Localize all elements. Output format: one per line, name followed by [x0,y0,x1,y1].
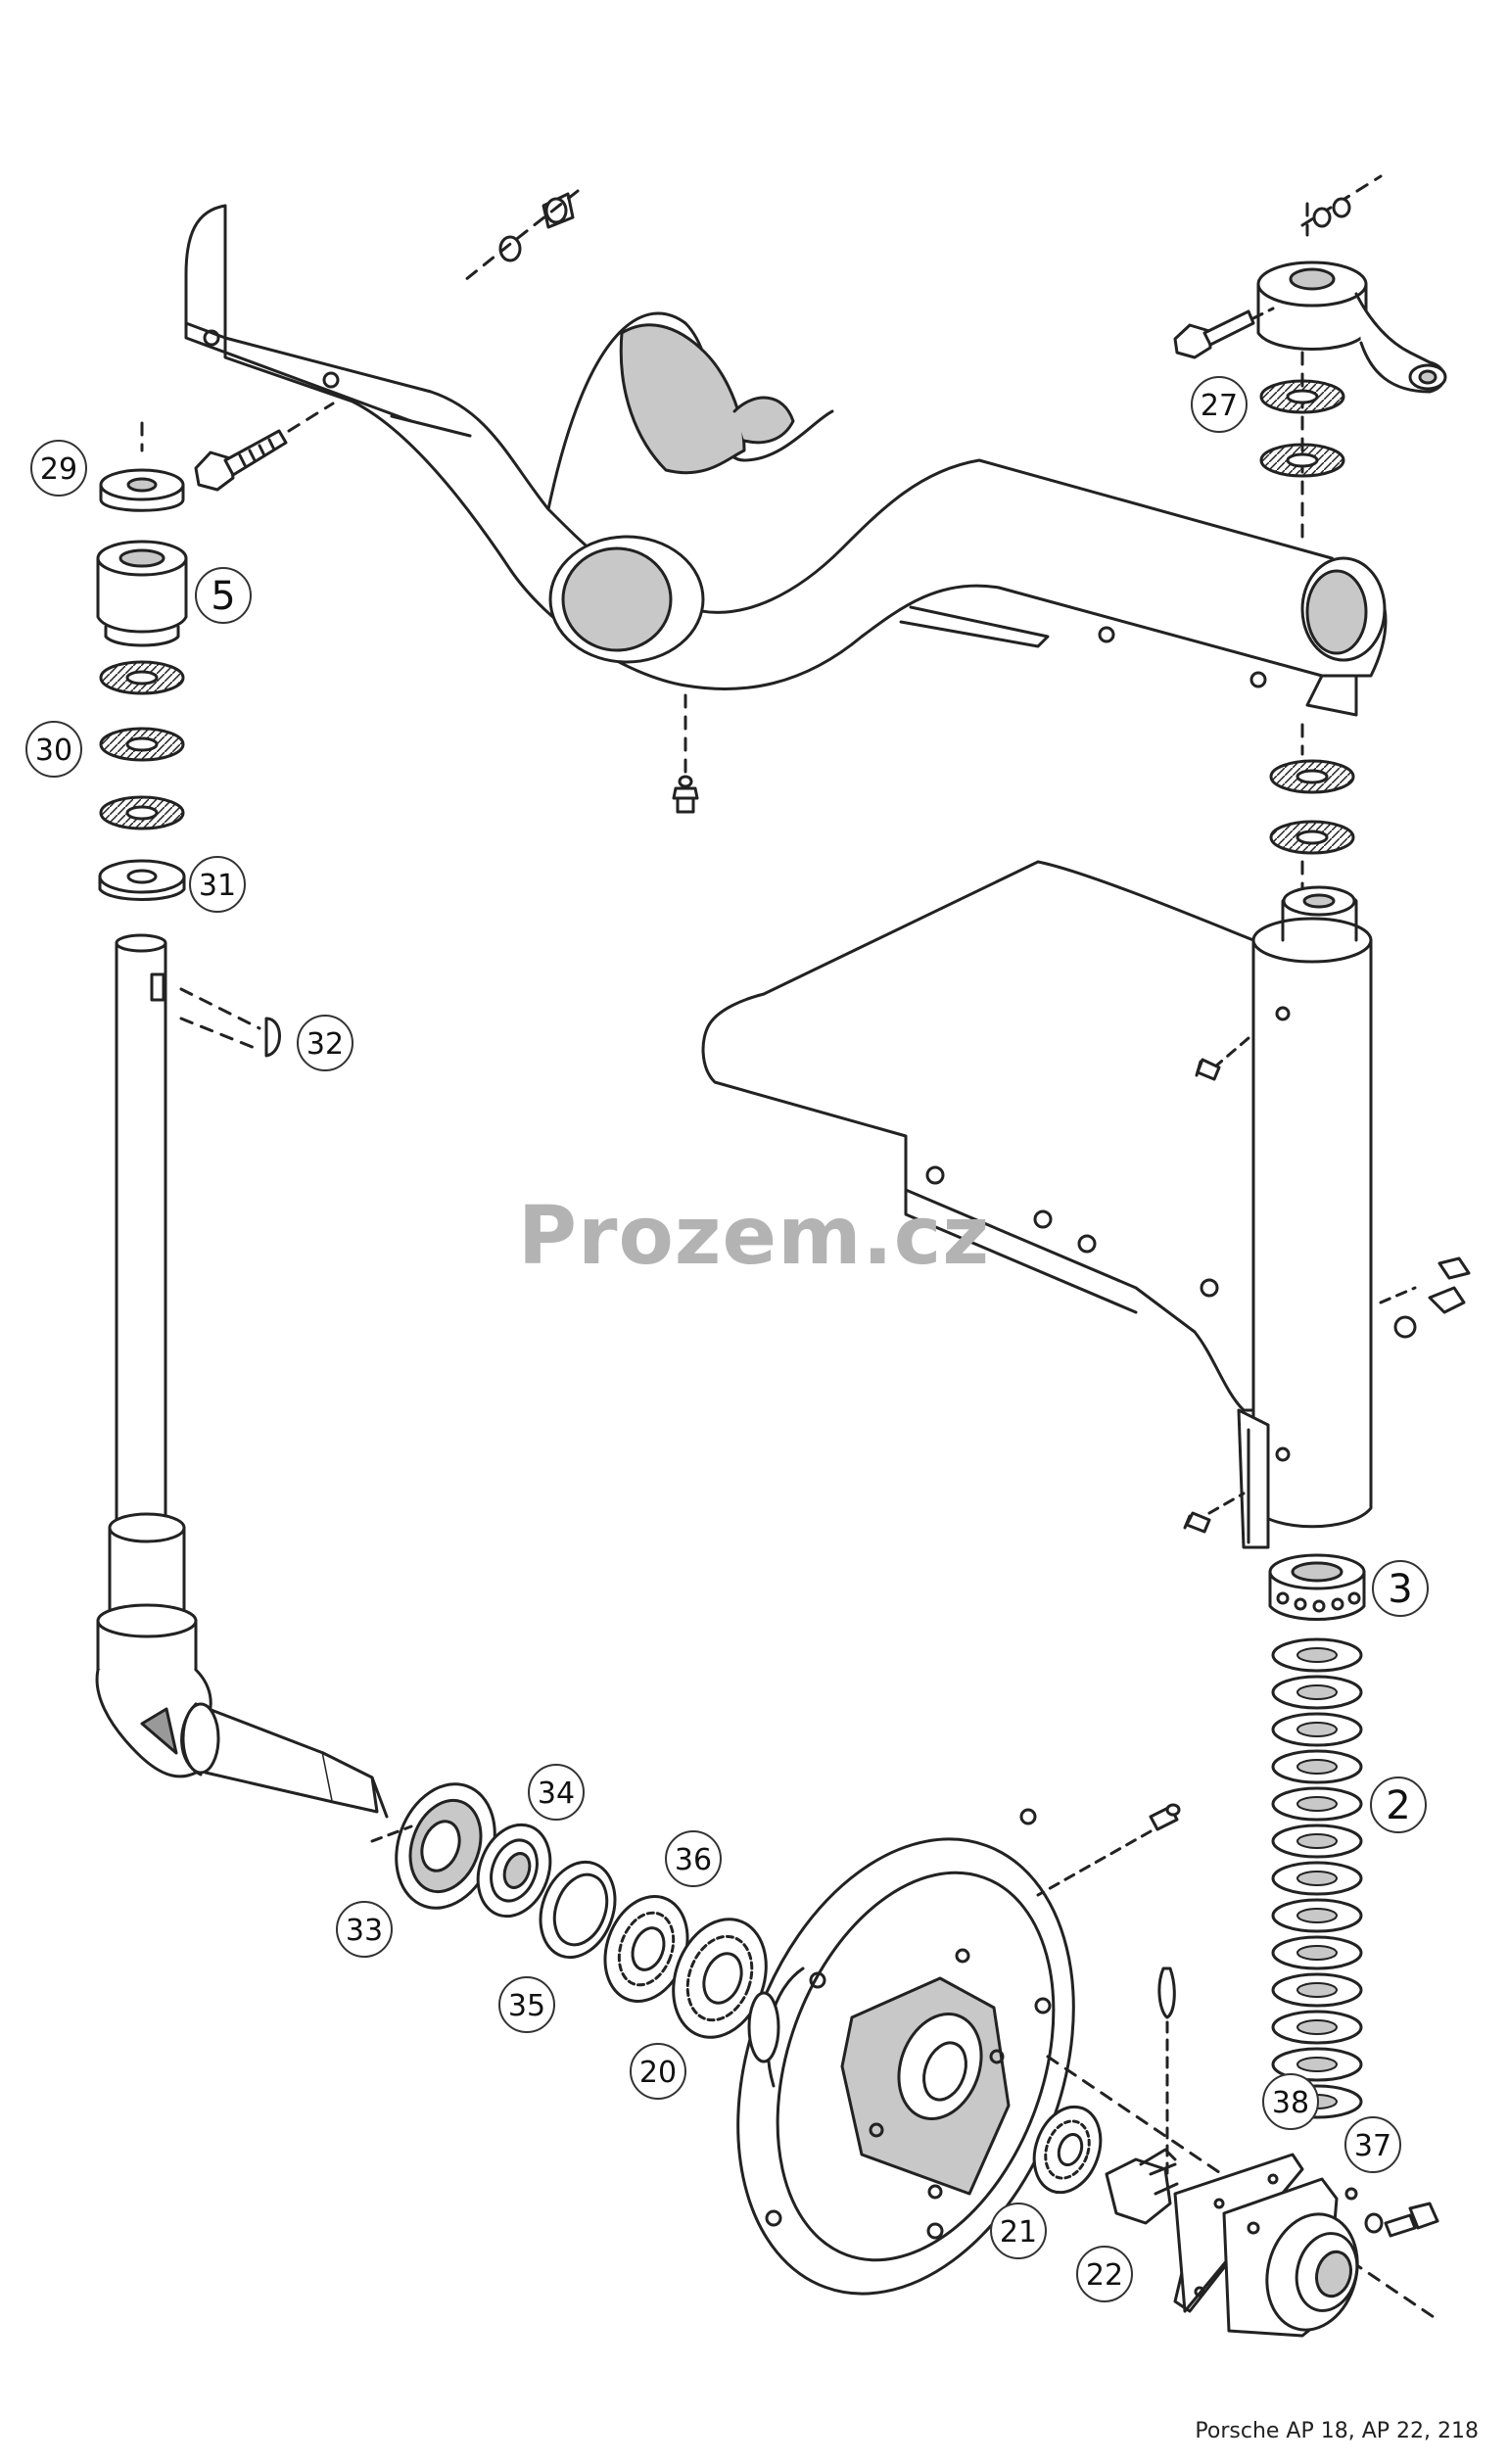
callout-circle [195,567,252,624]
spring-coil-inner [1296,1908,1338,1923]
callout-label: 35 [508,1989,545,2023]
callout-circle [1372,1560,1429,1617]
callout-circle [528,1764,585,1821]
callout-label: 3 [1388,1567,1412,1612]
spring-coil-inner [1296,1945,1338,1961]
callout-label: 34 [538,1777,575,1811]
inner-ring [476,1823,552,1919]
callout-34: 34 [528,1764,585,1821]
callout-circle [498,1976,555,2033]
callout-20: 20 [630,2043,686,2100]
callout-label: 5 [211,574,235,619]
spring-coil-inner [1296,1647,1338,1663]
callout-label: 31 [199,869,236,903]
callout-label: 27 [1201,389,1238,423]
grease-nipple-beam [672,693,699,814]
callout-circle [336,1901,393,1958]
callout-circle [630,2043,686,2100]
spring-coil-inner [1296,2057,1338,2072]
callout-36: 36 [665,1830,722,1887]
callout-37: 37 [1344,2116,1401,2173]
spring-seat [1268,1553,1366,1621]
callout-5: 5 [195,567,252,624]
right-lockwashers [1259,351,1355,893]
callout-29: 29 [30,440,87,497]
coil-spring [1271,1637,1363,2119]
callout-38: 38 [1262,2073,1319,2130]
callout-circle [30,440,87,497]
callout-label: 20 [639,2056,677,2090]
spring-coil-inner [1296,1982,1338,1998]
left-kingpin-stack [96,421,188,901]
grease-nipples-tube [1183,1036,1471,1534]
callout-label: 36 [675,1843,712,1877]
callout-circle [25,721,82,778]
callout-label: 21 [1000,2215,1037,2250]
kingpin-shaft [115,933,281,1530]
callout-2: 2 [1370,1777,1427,1833]
spring-coil-inner [1296,1684,1338,1700]
callout-circle [1076,2246,1133,2302]
axle-beam [184,204,1388,717]
callout-label: 33 [346,1914,383,1948]
callout-33: 33 [336,1901,393,1958]
callout-35: 35 [498,1976,555,2033]
callout-30: 30 [25,721,82,778]
hub-cap [1222,2177,1359,2338]
callout-label: 2 [1386,1783,1410,1828]
spring-coil-inner [1296,1722,1338,1737]
spring-coil-inner [1296,1833,1338,1849]
outer-bearing-large [672,1918,768,2039]
diagram-caption: Porsche AP 18, AP 22, 218 [1195,2419,1479,2443]
beam-bolt-left [194,402,335,492]
callout-21: 21 [990,2203,1047,2259]
steering-knuckle [95,1512,389,1819]
callout-circle [1344,2116,1401,2173]
callout-label: 22 [1086,2258,1123,2293]
spring-coil-inner [1296,1759,1338,1775]
inner-bearing [603,1895,689,2003]
spacer-ring [539,1860,617,1960]
grease-nipple-hub [1036,1803,1181,1897]
callout-3: 3 [1372,1560,1429,1617]
callout-label: 38 [1272,2086,1309,2120]
callout-label: 29 [40,452,77,487]
support-tube [1237,885,1373,1549]
outer-bearing-small [1032,2105,1103,2195]
callout-label: 32 [306,1027,344,1062]
watermark: Prozem.cz [517,1190,991,1283]
callout-circle [1191,376,1248,433]
steering-arm [1173,174,1447,394]
spring-coil-inner [1296,2019,1338,2035]
callout-circle [297,1015,353,1071]
beam-top-nut [458,189,580,286]
callout-circle [189,856,246,913]
callout-32: 32 [297,1015,353,1071]
callout-label: 30 [35,734,72,768]
spring-coil-inner [1296,1871,1338,1886]
spring-coil-inner [1296,1796,1338,1812]
callout-circle [990,2203,1047,2259]
wheel-hub [736,1808,1075,2296]
cotter-pin [1157,1966,1176,2176]
callout-circle [665,1830,722,1887]
callout-31: 31 [189,856,246,913]
callout-circle [1370,1777,1427,1833]
callout-22: 22 [1076,2246,1133,2302]
callout-label: 37 [1354,2129,1391,2163]
callout-27: 27 [1191,376,1248,433]
support-bracket [701,860,1265,1412]
cap-bolt [1364,2202,1439,2238]
callout-circle [1262,2073,1319,2130]
